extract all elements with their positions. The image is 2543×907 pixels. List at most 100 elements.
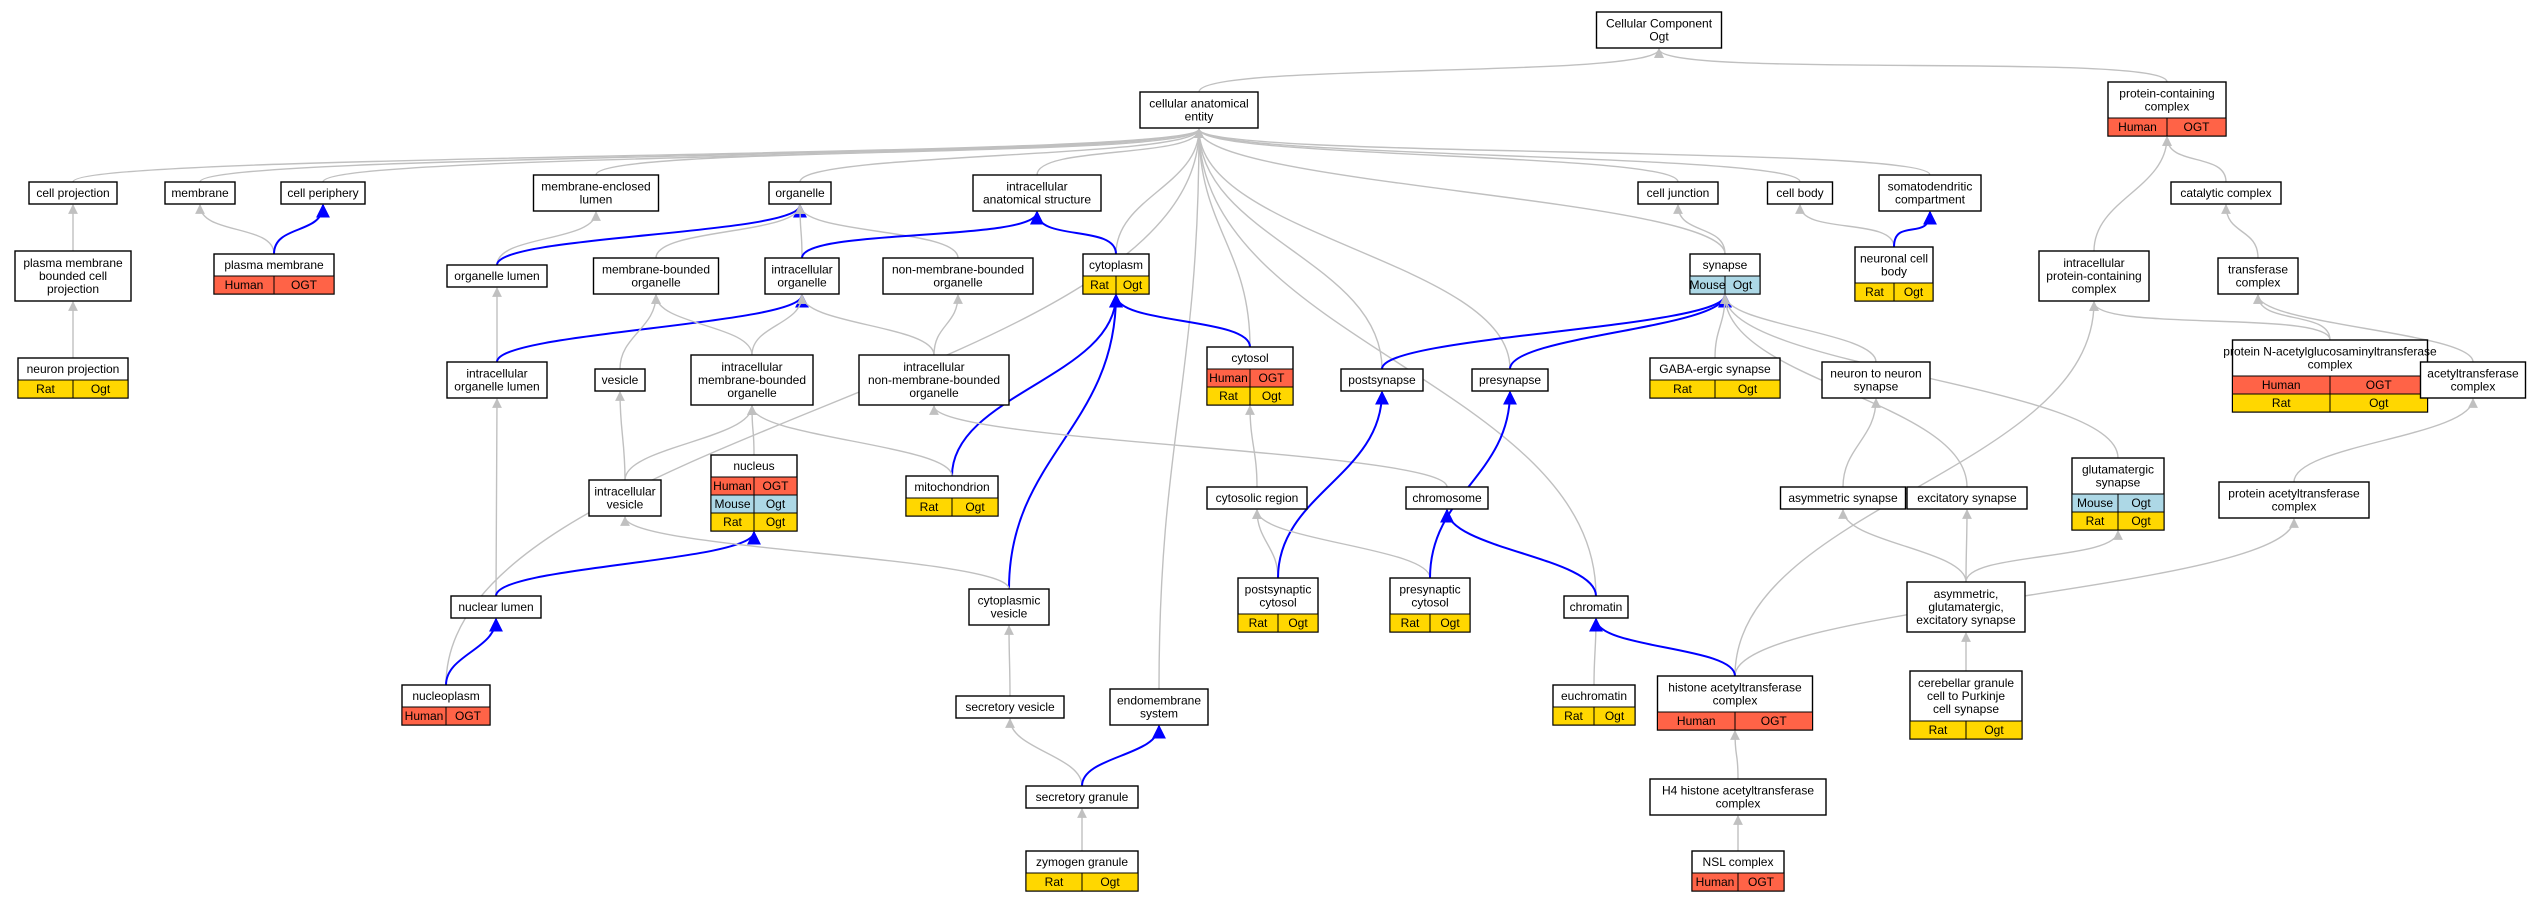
node-chromatin[interactable]: chromatin <box>1563 595 1629 619</box>
node-box <box>1206 486 1308 510</box>
node-postsyn[interactable]: postsynapse <box>1340 368 1424 392</box>
node-cellbody[interactable]: cell body <box>1766 181 1834 205</box>
gene-cell <box>753 512 798 532</box>
node-secgran[interactable]: secretory granule <box>1025 785 1139 809</box>
edge-precyto-to-cytoregion <box>1252 509 1431 579</box>
node-cellproj[interactable]: cell projection <box>28 181 118 205</box>
node-label-line: GABA-ergic synapse <box>1659 362 1771 376</box>
node-celljunc[interactable]: cell junction <box>1637 181 1719 205</box>
node-secves[interactable]: secretory vesicle <box>955 695 1065 719</box>
species-label: Rat <box>1564 709 1583 723</box>
edge-chromatin-to-chromosome <box>1440 508 1597 597</box>
node-label-line: organelle <box>909 386 959 400</box>
node-label-line: glutamatergic, <box>1928 600 2003 614</box>
edge-mbo-to-organelle <box>655 204 805 259</box>
edge-plasmamem-to-membrane <box>195 204 275 255</box>
node-cellper[interactable]: cell periphery <box>280 181 366 205</box>
node-chromosome[interactable]: chromosome <box>1405 486 1489 510</box>
gene-cell <box>1714 379 1781 399</box>
node-nuclumen[interactable]: nuclear lumen <box>450 595 542 619</box>
edge-celljunc-to-cae <box>1194 128 1679 183</box>
node-organelle[interactable]: organelle <box>768 181 832 205</box>
edge-intves-to-imbo <box>624 405 757 481</box>
node-label-line: synapse <box>2096 476 2141 490</box>
node-box <box>1405 486 1489 510</box>
edge-mito-to-cytoplasm <box>951 293 1123 477</box>
node-box <box>2170 181 2282 205</box>
node-pnagt[interactable]: protein N-acetylglucosaminyltransferasec… <box>2223 339 2437 413</box>
edge-ncb-to-somato <box>1893 210 1937 248</box>
node-label-line: complex <box>1716 797 1761 811</box>
gene-label: Ogt <box>2369 396 2389 410</box>
gene-cell <box>1737 872 1785 892</box>
node-cytoregion[interactable]: cytosolic region <box>1206 486 1308 510</box>
edge-euchromatin-to-chromatin <box>1591 618 1601 686</box>
node-catcomplex[interactable]: catalytic complex <box>2170 181 2282 205</box>
edge-postcyto-to-cytoregion <box>1252 509 1279 579</box>
node-ages[interactable]: asymmetric,glutamatergic,excitatory syna… <box>1906 581 2026 633</box>
edge-postsyn-to-synapse <box>1381 293 1732 370</box>
gene-cell <box>72 379 129 399</box>
node-vesicle[interactable]: vesicle <box>594 368 646 392</box>
node-box <box>1906 486 2028 510</box>
node-orglumen[interactable]: organelle lumen <box>446 264 548 288</box>
edge-pat-to-acetyltrans <box>2293 398 2478 483</box>
gene-label: Ogt <box>766 515 786 529</box>
node-label-line: Ogt <box>1649 30 1669 44</box>
node-asymsyn[interactable]: asymmetric synapse <box>1779 486 1907 510</box>
edge-nucleus-to-imbo <box>747 405 757 456</box>
node-label-line: intracellular <box>466 367 527 381</box>
edge-intorg-to-ias <box>801 210 1044 259</box>
gene-label: Ogt <box>1440 616 1460 630</box>
gene-cell <box>1081 872 1139 892</box>
node-box <box>1595 11 1723 49</box>
edge-cellbody-to-cae <box>1194 128 1801 183</box>
gene-cell <box>1249 386 1294 406</box>
node-excsyn[interactable]: excitatory synapse <box>1906 486 2028 510</box>
node-membrane[interactable]: membrane <box>164 181 236 205</box>
node-presyn[interactable]: presynapse <box>1471 368 1549 392</box>
node-label-line: bounded cell <box>39 269 107 283</box>
node-label-line: complex <box>2236 276 2281 290</box>
node-inmbo[interactable]: intracellularnon-membrane-boundedorganel… <box>858 354 1010 406</box>
